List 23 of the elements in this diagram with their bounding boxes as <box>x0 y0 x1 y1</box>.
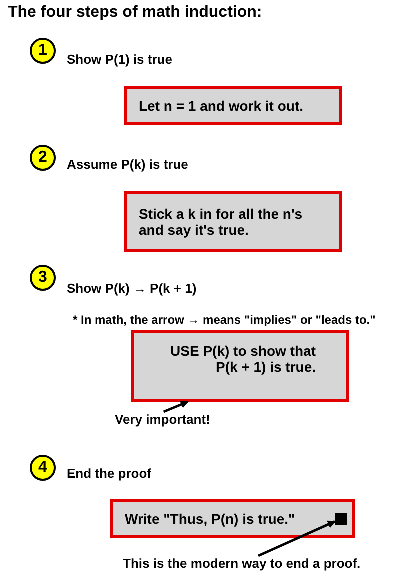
instruction-box <box>110 499 355 538</box>
step-heading: End the proof <box>67 466 152 481</box>
instruction-text: USE P(k) to show that P(k + 1) is true. <box>170 343 316 375</box>
step-number-circle: 3 <box>30 265 56 291</box>
step-heading: Show P(1) is true <box>67 52 172 67</box>
instruction-box <box>124 191 342 252</box>
annotation-text: Very important! <box>115 412 210 427</box>
end-of-proof-square <box>335 513 347 525</box>
leader-arrow <box>163 400 189 414</box>
instruction-box <box>124 86 342 125</box>
step-heading: Assume P(k) is true <box>67 157 188 172</box>
title: The four steps of math induction: <box>8 4 262 22</box>
step-number-circle: 2 <box>30 145 56 171</box>
instruction-box <box>131 330 349 402</box>
leader-arrow <box>258 520 336 558</box>
instruction-text: Write "Thus, P(n) is true." <box>125 510 296 526</box>
step-heading: Show P(k) → P(k + 1) <box>67 281 197 296</box>
footnote-text: * In math, the arrow → means "implies" or "leads to." <box>73 313 376 327</box>
step-number-circle: 4 <box>30 455 56 481</box>
instruction-text: Let n = 1 and work it out. <box>139 98 304 114</box>
instruction-text: Stick a k in for all the n's and say it's true. <box>139 206 304 238</box>
step-number-circle: 1 <box>30 38 56 64</box>
annotation-text: This is the modern way to end a proof. <box>123 556 361 571</box>
